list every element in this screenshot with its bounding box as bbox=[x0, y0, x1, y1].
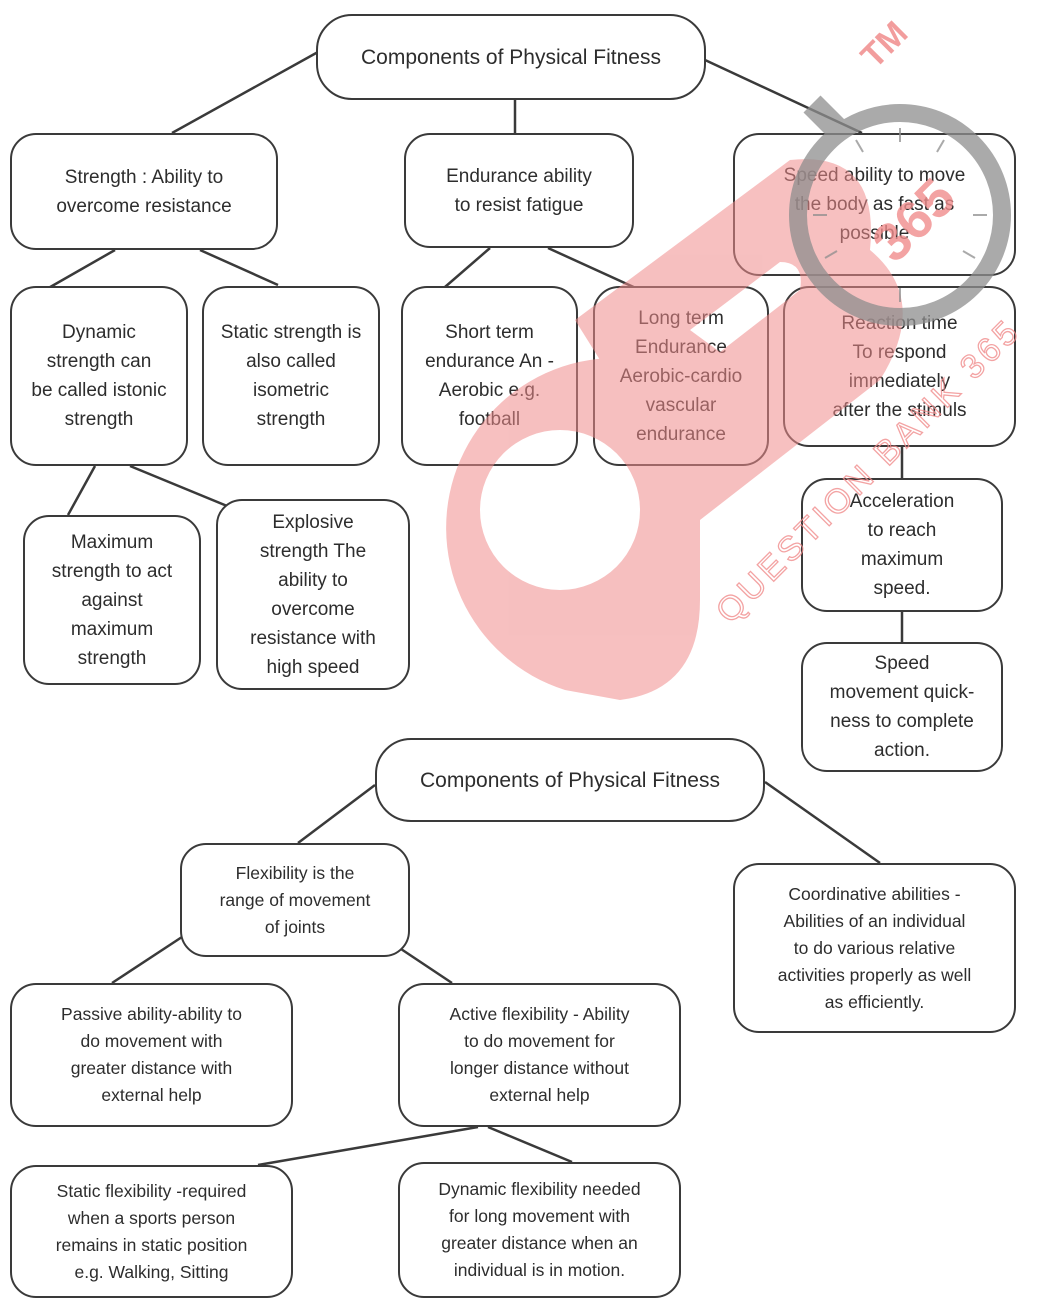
active-flexibility-node: Active flexibility - Ability to do movem… bbox=[398, 983, 681, 1127]
top-root-node: Components of Physical Fitness bbox=[316, 14, 706, 100]
edge-active-staticflex bbox=[257, 1125, 479, 1167]
static-flexibility-label: Static flexibility -required when a spor… bbox=[55, 1180, 248, 1282]
strength-label: Strength : Ability to overcome resistanc… bbox=[56, 166, 232, 217]
reaction-time-node: Reaction time To respond immediately aft… bbox=[783, 286, 1016, 447]
edge-endurance-short bbox=[444, 247, 491, 288]
edge-dynamic-maximum bbox=[66, 465, 97, 516]
passive-flexibility-node: Passive ability-ability to do movement w… bbox=[10, 983, 293, 1127]
maximum-strength-node: Maximum strength to act against maximum … bbox=[23, 515, 201, 685]
short-term-endurance-label: Short term endurance An - Aerobic e.g. f… bbox=[425, 322, 554, 430]
edge-endurance-long bbox=[547, 246, 641, 292]
edge-strength-dynamic bbox=[44, 248, 116, 292]
edge-strength-static bbox=[199, 248, 279, 287]
dynamic-flexibility-node: Dynamic flexibility needed for long move… bbox=[398, 1162, 681, 1298]
coordinative-abilities-label: Coordinative abilities - Abilities of an… bbox=[777, 883, 972, 1012]
strength-node: Strength : Ability to overcome resistanc… bbox=[10, 133, 278, 250]
edge-flexibility-passive bbox=[111, 933, 186, 985]
flexibility-label: Flexibility is the range of movement of … bbox=[219, 862, 371, 937]
static-strength-node: Static strength is also called isometric… bbox=[202, 286, 380, 466]
static-strength-label: Static strength is also called isometric… bbox=[220, 322, 362, 430]
flexibility-node: Flexibility is the range of movement of … bbox=[180, 843, 410, 957]
speed-label: Speed ability to move the body as fast a… bbox=[783, 165, 966, 244]
edge-root-strength bbox=[171, 50, 319, 135]
dynamic-strength-label: Dynamic strength can be called istonic s… bbox=[31, 322, 167, 430]
bottom-root-label: Components of Physical Fitness bbox=[420, 768, 720, 792]
dynamic-flexibility-label: Dynamic flexibility needed for long move… bbox=[438, 1179, 641, 1280]
reaction-time-label: Reaction time To respond immediately aft… bbox=[832, 312, 967, 421]
coordinative-abilities-node: Coordinative abilities - Abilities of an… bbox=[733, 863, 1016, 1033]
maximum-strength-label: Maximum strength to act against maximum … bbox=[51, 531, 173, 669]
endurance-label: Endurance ability to resist fatigue bbox=[446, 165, 592, 216]
edge-root2-flexibility bbox=[297, 784, 376, 844]
dynamic-strength-node: Dynamic strength can be called istonic s… bbox=[10, 286, 188, 466]
edge-dynamic-explosive bbox=[129, 464, 233, 510]
top-root-label: Components of Physical Fitness bbox=[361, 45, 661, 69]
long-term-endurance-label: Long term Endurance Aerobic-cardio vascu… bbox=[619, 307, 743, 445]
bottom-root-node: Components of Physical Fitness bbox=[375, 738, 765, 822]
speed-node: Speed ability to move the body as fast a… bbox=[733, 133, 1016, 276]
short-term-endurance-node: Short term endurance An - Aerobic e.g. f… bbox=[401, 286, 578, 466]
static-flexibility-node: Static flexibility -required when a spor… bbox=[10, 1165, 293, 1298]
edge-root2-coordinative bbox=[764, 780, 881, 865]
speed-movement-label: Speed movement quick- ness to complete a… bbox=[829, 653, 975, 761]
endurance-node: Endurance ability to resist fatigue bbox=[404, 133, 634, 248]
active-flexibility-label: Active flexibility - Ability to do movem… bbox=[449, 1004, 630, 1105]
edge-root-speed bbox=[704, 58, 863, 135]
acceleration-label: Acceleration to reach maximum speed. bbox=[849, 491, 955, 599]
explosive-strength-label: Explosive strength The ability to overco… bbox=[250, 511, 376, 678]
long-term-endurance-node: Long term Endurance Aerobic-cardio vascu… bbox=[593, 286, 769, 466]
edge-active-dynamicflex bbox=[487, 1125, 573, 1164]
explosive-strength-node: Explosive strength The ability to overco… bbox=[216, 499, 410, 690]
acceleration-node: Acceleration to reach maximum speed. bbox=[801, 478, 1003, 612]
speed-movement-node: Speed movement quick- ness to complete a… bbox=[801, 642, 1003, 772]
edge-flexibility-active bbox=[397, 945, 453, 985]
passive-flexibility-label: Passive ability-ability to do movement w… bbox=[61, 1004, 242, 1105]
